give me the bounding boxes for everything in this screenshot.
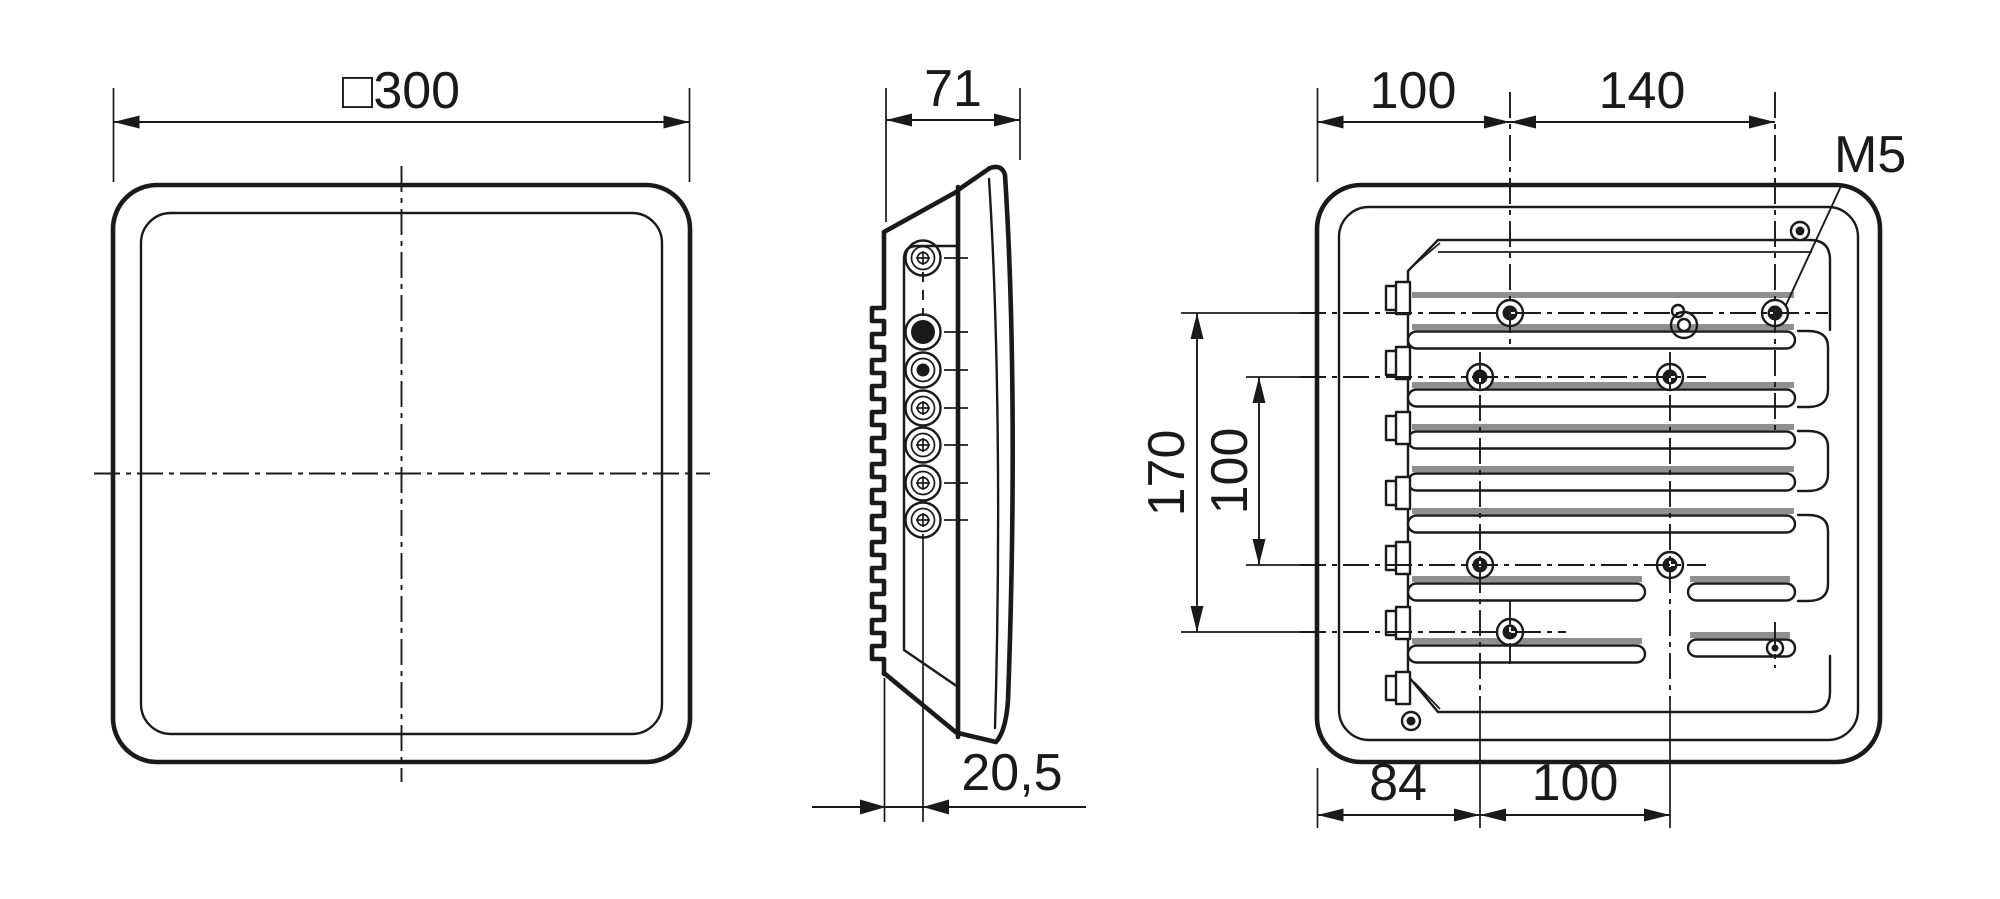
fin-shading [1412,324,1794,330]
back-centerlines [1300,92,1828,700]
dim-label-side-depth: 71 [924,60,982,118]
connector-mid [910,507,936,533]
keyhole-hanger [1669,303,1699,340]
m12-connector [904,464,942,502]
fin-slot [1406,514,1797,534]
connector-boss [1384,670,1412,706]
dim-back-bottom: 84 100 [1316,700,1671,828]
arrowhead [923,799,949,815]
dim-label-back-top-left: 100 [1370,62,1457,120]
connector-boss [1384,345,1412,381]
dim-label-side-offset: 20,5 [961,744,1062,802]
fin-shading [1412,638,1642,644]
screw-core [1406,716,1416,726]
connector-mid [910,432,936,458]
fin-shading [1412,576,1642,582]
m12-connector [904,239,942,277]
connector-core [916,363,930,377]
fin-shading [1412,424,1794,430]
connector-outer [904,464,942,502]
boss-flange [1394,605,1412,641]
connector-boss [1384,410,1412,446]
connector-boss [1384,540,1412,576]
m12-connector [904,389,942,427]
m12-connector [904,313,942,351]
connector-outer [904,351,942,389]
dim-label-back-bottom-left: 84 [1369,754,1427,812]
fin-slot [1406,430,1797,450]
housing-bottom-chamfer [881,670,961,737]
front-glass-profile [955,164,1015,745]
dim-front-width: □300 [112,62,691,182]
dim-side-connector-offset: 20,5 [812,534,1086,822]
m12-connector [904,426,942,464]
boss-flange [1394,410,1412,446]
housing-back-edge-fins [869,229,887,677]
connector-mid [910,470,936,496]
side-view: 71 20,5 [812,60,1086,822]
fin-slot [1406,644,1647,664]
fin-shading [1412,508,1794,514]
dim-label-back-left-inner: 100 [1201,428,1259,515]
fin-slot [1406,330,1797,350]
dim-label-back-left-outer: 170 [1138,430,1196,517]
boss-flange [1394,280,1412,316]
back-outer-housing [1314,182,1883,765]
fin-slot [1406,582,1647,602]
keyhole-notch [1670,303,1686,319]
fin-shading [1690,632,1790,638]
heatsink-corner-fold [1413,681,1441,710]
connector-boss [1384,475,1412,511]
fin-slot [1686,582,1797,602]
heatsink [1384,238,1832,714]
fin-shading [1412,382,1794,388]
connector-mid [910,245,936,271]
front-glass-inner-line [987,177,1000,730]
arrowhead [860,799,886,815]
connector-solid [911,320,935,344]
leader-line [1785,183,1843,306]
connector-outer [904,389,942,427]
connector-mid [910,395,936,421]
corner-screw [1400,710,1422,732]
back-view: 100 140 M5 170 100 84 100 [1138,62,1906,828]
back-inner-edge [1337,205,1860,742]
thread-callout: M5 [1785,126,1906,306]
dim-label-front-width: □300 [342,62,460,120]
fin-slot [1406,388,1797,408]
fin-u-turn [1796,429,1830,493]
heatsink-corner-fold [1413,242,1441,266]
fin-shading [1690,576,1790,582]
fin-shading [1412,292,1794,298]
heatsink-plate-outline [1406,238,1832,714]
keyhole-inner [1676,317,1692,333]
screw-core [1795,226,1805,236]
connector-outer [904,426,942,464]
fin-slot [1406,472,1797,492]
connector-boss [1384,605,1412,641]
boss-flange [1394,475,1412,511]
connector-boss [1384,280,1412,316]
m12-connector [904,501,942,539]
fin-shading [1412,466,1794,472]
connector-group [904,239,968,539]
housing-top-chamfer [881,188,961,235]
thread-label: M5 [1834,126,1906,184]
dim-label-back-top-right: 140 [1599,62,1686,120]
fin-u-turn [1796,329,1830,409]
dim-back-top: 100 140 [1316,62,1775,182]
boss-flange [1394,345,1412,381]
front-view: □300 [94,62,710,782]
connector-mid [910,357,936,383]
boss-flange [1394,540,1412,576]
dim-label-back-bottom-right: 100 [1532,754,1619,812]
dim-side-depth: 71 [885,60,1021,222]
m12-connector [904,351,942,389]
boss-flange [1394,670,1412,706]
connector-outer [904,313,942,351]
corner-screw [1789,220,1811,242]
fin-u-turn [1796,513,1830,603]
dim-back-left: 170 100 [1138,312,1300,633]
